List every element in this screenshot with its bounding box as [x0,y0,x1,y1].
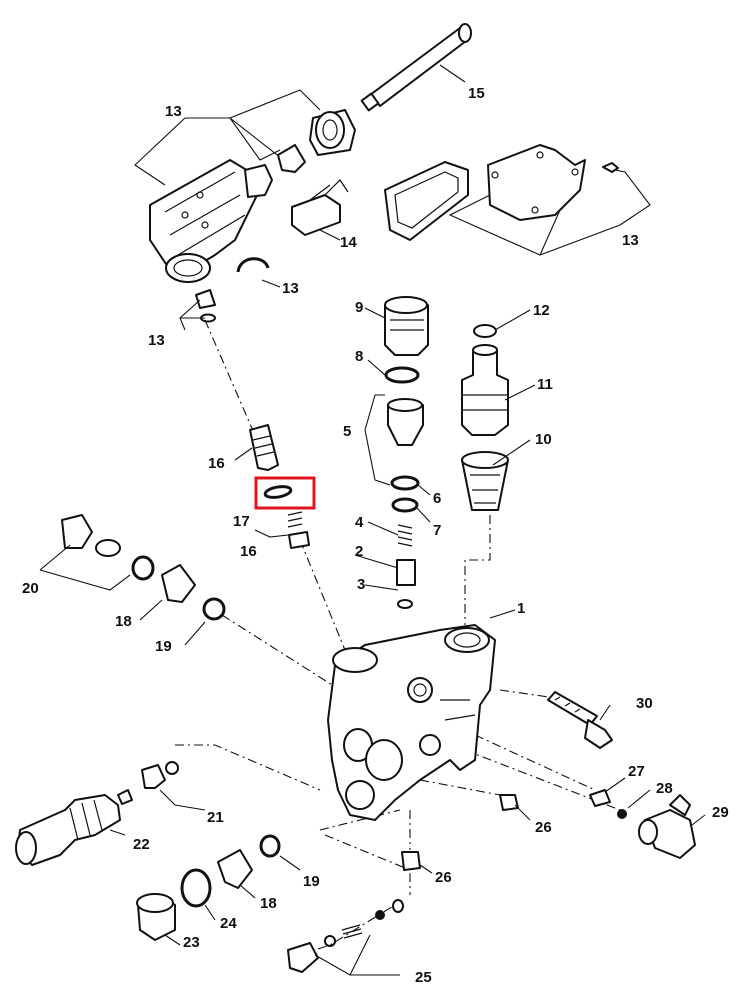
bracket-25 [314,934,400,976]
gasket-cover [384,144,619,241]
cap-and-oring-13 [195,289,216,323]
label-26-right: 26 [535,819,552,836]
label-22: 22 [133,836,150,853]
valve-21-22 [15,761,179,866]
pump-body [327,624,496,821]
label-9: 9 [355,299,363,316]
parts-bottom [136,834,404,973]
fitting-16 [249,424,279,471]
label-19-top: 19 [155,638,172,655]
label-30: 30 [636,695,653,712]
label-17: 17 [233,513,250,530]
label-28: 28 [656,780,673,797]
valve-stack [384,296,429,609]
label-6: 6 [433,490,441,507]
label-2: 2 [355,543,363,560]
bolt-30 [547,691,613,749]
label-23: 23 [183,934,200,951]
callout-labels: 13 15 14 13 13 13 9 12 8 11 5 10 16 6 17… [22,85,729,986]
label-4: 4 [355,514,364,531]
parts-27-28-29 [589,789,696,859]
label-13-left: 13 [148,332,165,349]
label-7: 7 [433,522,441,539]
label-29: 29 [712,804,729,821]
label-26-bottom: 26 [435,869,452,886]
label-10: 10 [535,431,552,448]
micro-switch [291,179,349,236]
oring-17 [263,485,293,499]
label-18-top: 18 [115,613,132,630]
label-12: 12 [533,302,550,319]
part-17-highlight [254,476,316,510]
label-24: 24 [220,915,237,932]
bracket-20 [39,544,131,591]
inlet-housing [149,159,273,283]
label-5: 5 [343,423,351,440]
label-14: 14 [340,234,357,251]
leader-lines [109,64,706,946]
label-13-top: 13 [165,103,182,120]
label-13-right: 13 [622,232,639,249]
ball-28 [617,809,627,819]
nut-and-cone [277,109,356,173]
shaft [360,23,472,112]
label-13-clip: 13 [282,280,299,297]
label-19-bottom: 19 [303,873,320,890]
label-18-bottom: 18 [260,895,277,912]
bracket-21 [159,789,206,811]
label-8: 8 [355,348,363,365]
label-11: 11 [537,376,553,393]
label-16-top: 16 [208,455,225,472]
inlet-stack [461,324,509,511]
label-25: 25 [415,969,432,986]
clip [236,257,270,273]
label-21: 21 [207,809,224,826]
label-1: 1 [517,600,525,617]
label-27: 27 [628,763,645,780]
plug-20-ring-18 [61,514,226,621]
spring-16 [287,511,310,549]
plugs-26 [401,794,519,871]
label-3: 3 [357,576,365,593]
label-15: 15 [468,85,485,102]
bracket-13-right [448,169,651,256]
label-16-bottom: 16 [240,543,257,560]
bracket-13-top [134,89,321,186]
label-20: 20 [22,580,39,597]
